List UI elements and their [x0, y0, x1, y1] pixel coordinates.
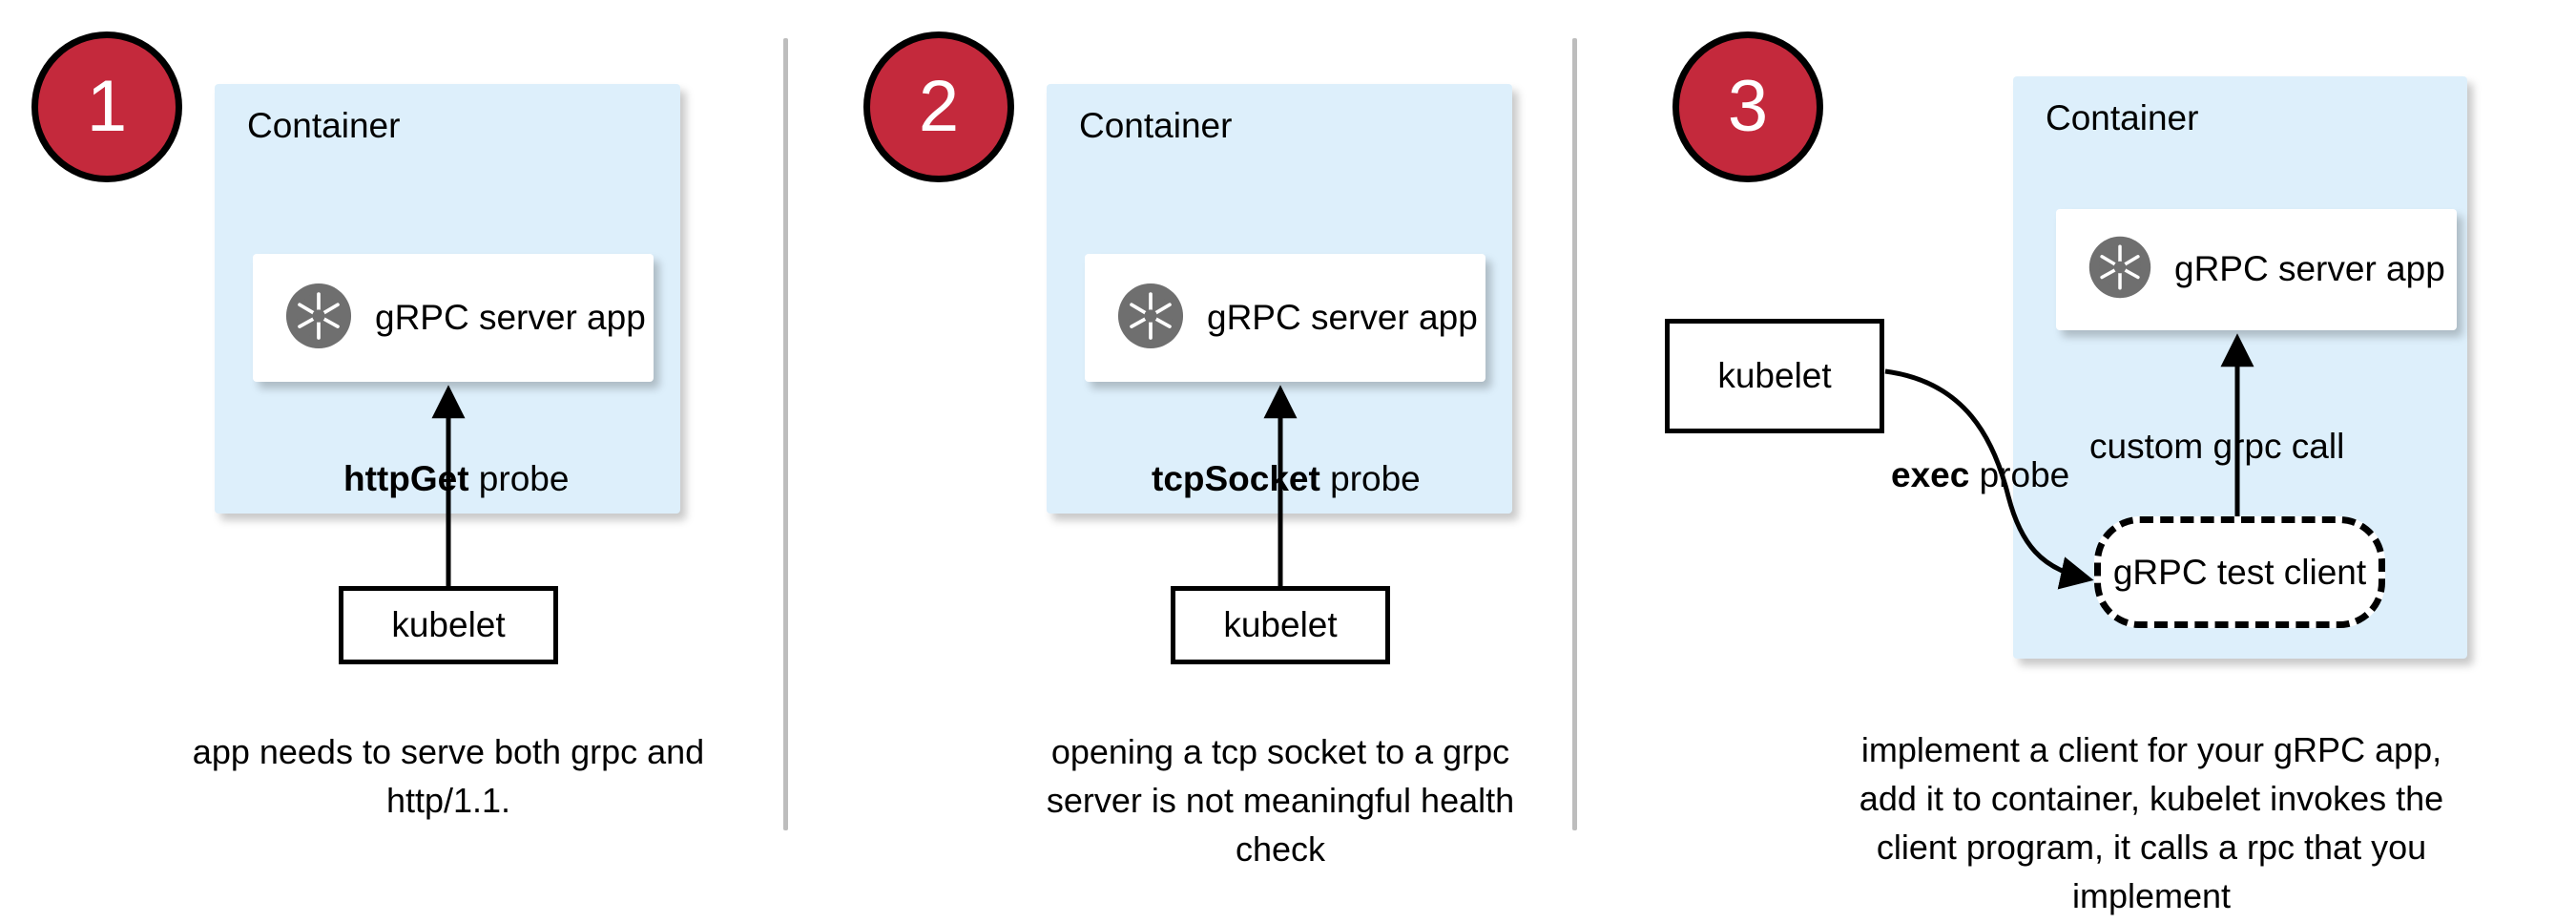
- panel-caption-3: implement a client for your gRPC app, ad…: [1859, 730, 2444, 916]
- kubelet-label-1: kubelet: [391, 605, 506, 644]
- kubelet-box-3: kubelet: [1665, 319, 1884, 433]
- kubelet-box-1: kubelet: [339, 586, 558, 664]
- grpc-server-app-label-3: gRPC server app: [2174, 249, 2445, 289]
- panel-caption-2: opening a tcp socket to a grpc server is…: [1046, 732, 1515, 870]
- grpc-aperture-icon: [1115, 281, 1186, 356]
- step-badge-1: 1: [31, 31, 182, 182]
- grpc-server-app-label-1: gRPC server app: [375, 297, 646, 337]
- container-label-1: Container: [247, 106, 401, 145]
- grpc-server-app-box-1: gRPC server app: [253, 254, 654, 382]
- container-label-2: Container: [1079, 106, 1233, 145]
- panel-divider-1: [783, 38, 788, 830]
- exec-probe-label-bold: exec: [1891, 455, 1970, 494]
- grpc-server-app-label-2: gRPC server app: [1207, 297, 1478, 337]
- kubelet-box-2: kubelet: [1171, 586, 1390, 664]
- httpget-probe-label-rest: probe: [468, 459, 570, 498]
- tcpsocket-probe-label-bold: tcpSocket: [1152, 459, 1320, 498]
- grpc-test-client-box: gRPC test client: [2094, 516, 2385, 628]
- tcpsocket-probe-label-rest: probe: [1319, 459, 1421, 498]
- kubelet-label-2: kubelet: [1223, 605, 1338, 644]
- grpc-aperture-icon: [2087, 234, 2153, 305]
- grpc-server-app-box-2: gRPC server app: [1085, 254, 1485, 382]
- panel-divider-2: [1572, 38, 1577, 830]
- custom-grpc-call-label: custom grpc call: [2089, 427, 2345, 466]
- httpget-probe-label-bold: httpGet: [343, 459, 469, 498]
- tcpsocket-probe-label: tcpSocket probe: [1152, 459, 1421, 499]
- grpc-test-client-label: gRPC test client: [2112, 552, 2367, 592]
- exec-probe-label-rest: probe: [1969, 455, 2070, 494]
- panel-caption-1: app needs to serve both grpc and http/1.…: [192, 732, 705, 821]
- kubelet-label-3: kubelet: [1717, 356, 1832, 395]
- grpc-server-app-box-3: gRPC server app: [2056, 209, 2457, 330]
- container-label-3: Container: [2046, 98, 2199, 137]
- grpc-aperture-icon: [283, 281, 354, 356]
- step-badge-2: 2: [863, 31, 1014, 182]
- exec-probe-label: exec probe: [1891, 455, 2070, 495]
- httpget-probe-label: httpGet probe: [343, 459, 570, 499]
- step-badge-3: 3: [1672, 31, 1823, 182]
